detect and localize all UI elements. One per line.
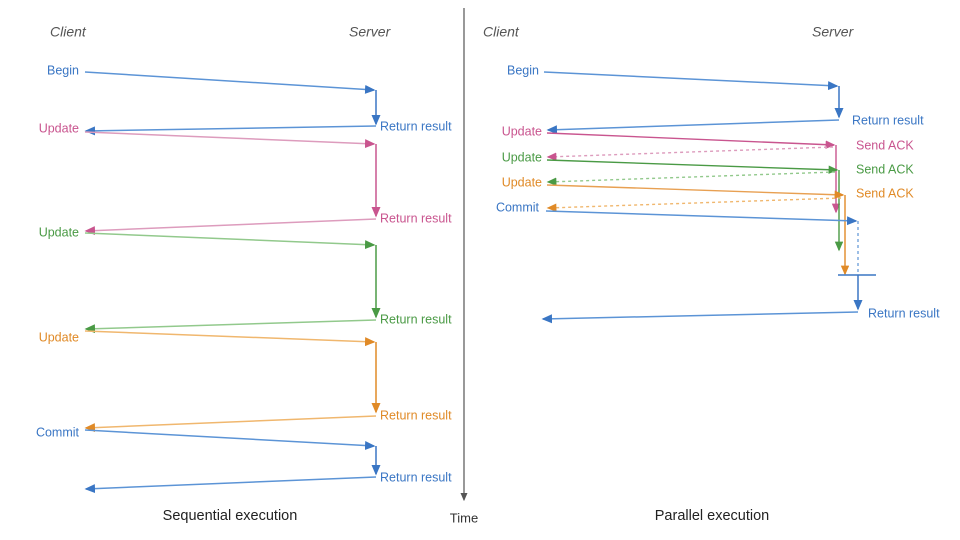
- lane-header-client-parallel: Client: [483, 24, 520, 40]
- message-label-update-3: Update: [39, 330, 79, 344]
- message-label-begin-parallel: Begin: [507, 63, 539, 77]
- time-axis-divider: Time: [450, 8, 478, 525]
- arrow-request-update-3-parallel: [546, 184, 845, 199]
- arrow-response-commit: [84, 476, 377, 494]
- arrow-request-begin: [84, 71, 376, 94]
- panel-caption-sequential: Sequential execution: [163, 508, 298, 524]
- message-pair-commit-parallel: Commit Return result: [496, 200, 940, 324]
- lane-header-client: Client: [50, 24, 87, 40]
- message-pair-begin: Begin Return result: [47, 63, 452, 136]
- message-label-send-ack-3: Send ACK: [856, 186, 914, 200]
- arrow-response-update-1: [84, 218, 377, 236]
- message-label-commit-parallel: Commit: [496, 200, 540, 214]
- arrow-response-begin-parallel: [546, 119, 840, 135]
- lane-header-server: Server: [349, 24, 392, 40]
- message-label-send-ack-2: Send ACK: [856, 162, 914, 176]
- message-label-return-result-parallel-2: Return result: [868, 306, 940, 320]
- message-pair-update-3-parallel: Update Send ACK: [502, 175, 914, 276]
- message-label-update-2: Update: [39, 225, 79, 239]
- message-label-update-1-parallel: Update: [502, 124, 542, 138]
- message-label-update-2-parallel: Update: [502, 150, 542, 164]
- message-pair-commit: Commit Return result: [36, 425, 452, 494]
- arrow-request-commit-parallel: [545, 210, 858, 226]
- message-pair-update-1: Update Return result: [39, 121, 452, 236]
- message-pair-update-3: Update Return result: [39, 330, 452, 433]
- arrow-request-update-3: [84, 330, 376, 347]
- arrow-request-update-2: [84, 232, 376, 250]
- message-label-send-ack-1: Send ACK: [856, 138, 914, 152]
- message-pair-begin-parallel: Begin Return result: [507, 63, 924, 135]
- message-label-update-1: Update: [39, 121, 79, 135]
- arrow-ack-update-2-parallel: [546, 171, 836, 186]
- arrow-response-commit-parallel: [541, 311, 859, 324]
- arrow-request-update-2-parallel: [546, 159, 839, 174]
- message-label-return-result-1: Return result: [380, 119, 452, 133]
- message-pair-update-2: Update Return result: [39, 225, 452, 334]
- arrow-response-update-3: [84, 415, 377, 433]
- message-label-return-result-4: Return result: [380, 408, 452, 422]
- arrow-request-begin-parallel: [543, 71, 839, 91]
- message-label-return-result-2: Return result: [380, 211, 452, 225]
- panel-caption-parallel: Parallel execution: [655, 508, 769, 524]
- message-label-commit: Commit: [36, 425, 80, 439]
- arrow-response-begin: [84, 125, 377, 136]
- message-label-return-result-5: Return result: [380, 470, 452, 484]
- arrow-response-update-2: [84, 319, 377, 334]
- arrow-ack-update-3-parallel: [546, 197, 842, 212]
- arrow-request-commit: [84, 429, 376, 450]
- message-label-return-result-3: Return result: [380, 312, 452, 326]
- message-pair-update-2-parallel: Update Send ACK: [502, 150, 914, 252]
- message-label-begin: Begin: [47, 63, 79, 77]
- panel-sequential: Client Server Begin Return result Update…: [36, 24, 452, 524]
- panel-parallel: Client Server Begin Return result Update…: [483, 24, 940, 524]
- lane-header-server-parallel: Server: [812, 24, 855, 40]
- message-label-return-result-parallel-1: Return result: [852, 113, 924, 127]
- arrow-request-update-1-parallel: [546, 132, 836, 149]
- message-label-update-3-parallel: Update: [502, 175, 542, 189]
- message-pair-update-1-parallel: Update Send ACK: [502, 124, 914, 214]
- time-axis-label: Time: [450, 510, 478, 525]
- arrow-ack-update-1-parallel: [546, 146, 834, 161]
- arrow-request-update-1: [84, 131, 376, 149]
